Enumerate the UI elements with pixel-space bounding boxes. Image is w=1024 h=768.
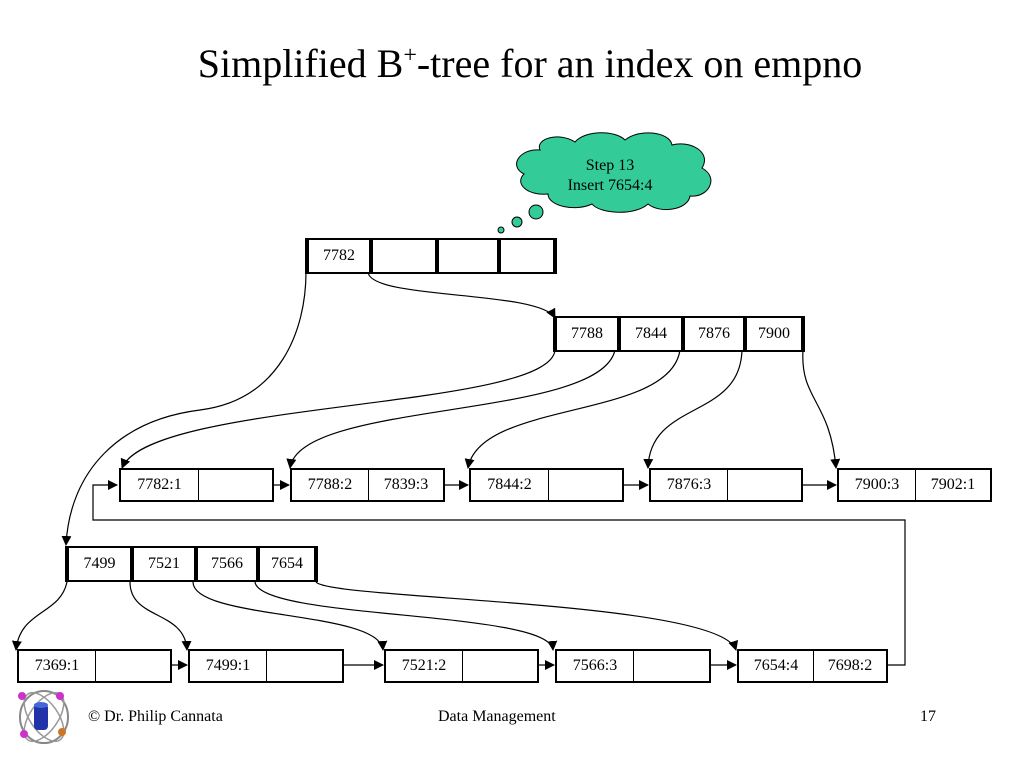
- root-to-right-internal-pointer: [367, 271, 556, 319]
- root-node: 7782: [305, 238, 557, 274]
- right-internal-pointer-3: [643, 349, 743, 469]
- leaf-entry: 7369:1: [34, 657, 80, 674]
- leaf-entry: 7521:2: [401, 657, 447, 674]
- logo-icon: [18, 690, 69, 744]
- bubble-cloud: [516, 132, 712, 213]
- leaf-entry: 7839:3: [368, 470, 443, 500]
- upper-leaf-4: 7876:3: [649, 468, 803, 502]
- bubble-line-2: Insert 7654:4: [567, 177, 653, 194]
- lower-leaf-2: 7499:1: [188, 649, 344, 683]
- left-internal-key-4: 7654: [256, 548, 314, 580]
- left-internal-pointer-3: [254, 581, 558, 651]
- upper-leaf-5: 7900:3 7902:1: [837, 468, 992, 502]
- root-key-1: 7782: [323, 247, 355, 264]
- title-main: Simplified B: [197, 41, 404, 87]
- leaf-entry: 7844:2: [487, 476, 532, 493]
- right-internal-pointer-1: [286, 349, 616, 469]
- leaf-entry: [633, 651, 709, 681]
- leaf-entry: 7654:4: [753, 657, 799, 674]
- left-internal-pointer-2: [192, 581, 388, 651]
- right-internal-key-2: 7844: [617, 318, 681, 350]
- lower-leaf-5: 7654:4 7698:2: [737, 649, 888, 683]
- footer-course: Data Management: [438, 708, 556, 725]
- upper-leaf-1: 7782:1: [119, 468, 274, 502]
- leaf-entry: 7698:2: [813, 651, 886, 681]
- thought-bubble: [497, 132, 712, 234]
- bubble-text: Step 13 Insert 7654:4: [540, 156, 680, 196]
- left-internal-pointer-0: [11, 581, 68, 651]
- leaf-entry: 7782:1: [137, 476, 182, 493]
- leaf-entry: 7876:3: [666, 476, 712, 493]
- leaf-entry: [95, 651, 170, 681]
- root-key-2: [369, 240, 435, 272]
- lower-leaf-3: 7521:2: [384, 649, 539, 683]
- right-internal-pointer-4: [802, 349, 841, 469]
- bubble-dot-large: [528, 204, 544, 220]
- left-internal-key-2: 7521: [130, 548, 194, 580]
- root-key-4: [497, 240, 553, 272]
- leaf-entry: [266, 651, 342, 681]
- leaf-entry: [727, 470, 801, 500]
- left-internal-key-1: 7499: [83, 555, 116, 572]
- left-internal-pointer-1: [129, 581, 192, 651]
- right-internal-key-3: 7876: [681, 318, 743, 350]
- upper-leaf-3: 7844:2: [469, 468, 624, 502]
- right-internal-node: 7788 7844 7876 7900: [553, 316, 805, 352]
- right-internal-key-1: 7788: [571, 325, 603, 342]
- root-key-3: [435, 240, 497, 272]
- root-to-left-internal-pointer: [61, 271, 307, 546]
- lower-leaf-1: 7369:1: [17, 649, 172, 683]
- leaf-entry: [462, 651, 537, 681]
- leaf-entry: [548, 470, 622, 500]
- upper-leaf-2: 7788:2 7839:3: [290, 468, 445, 502]
- leaf-wrap-link: [92, 480, 906, 666]
- footer-copyright: © Dr. Philip Cannata: [88, 708, 223, 725]
- title-rest: -tree for an index on empno: [416, 41, 863, 87]
- bubble-line-1: Step 13: [585, 157, 635, 174]
- leaf-entry: 7902:1: [915, 470, 990, 500]
- leaf-entry: 7499:1: [205, 657, 251, 674]
- title-sup: +: [403, 43, 417, 69]
- right-internal-key-4: 7900: [743, 318, 801, 350]
- right-internal-pointer-0: [120, 349, 556, 469]
- leaf-entry: 7566:3: [572, 657, 618, 674]
- leaf-entry: 7788:2: [307, 476, 353, 493]
- left-internal-node: 7499 7521 7566 7654: [65, 546, 318, 582]
- bubble-dot-small: [497, 226, 505, 234]
- left-internal-key-3: 7566: [194, 548, 256, 580]
- leaf-entry: 7900:3: [854, 476, 900, 493]
- slide-title: Simplified B+-tree for an index on empno: [0, 30, 1024, 90]
- right-internal-pointer-2: [464, 349, 681, 469]
- footer-page-number: 17: [920, 708, 936, 725]
- bubble-dot-medium: [511, 216, 523, 228]
- left-internal-pointer-4: [315, 581, 738, 651]
- leaf-entry: [198, 470, 272, 500]
- lower-leaf-4: 7566:3: [555, 649, 711, 683]
